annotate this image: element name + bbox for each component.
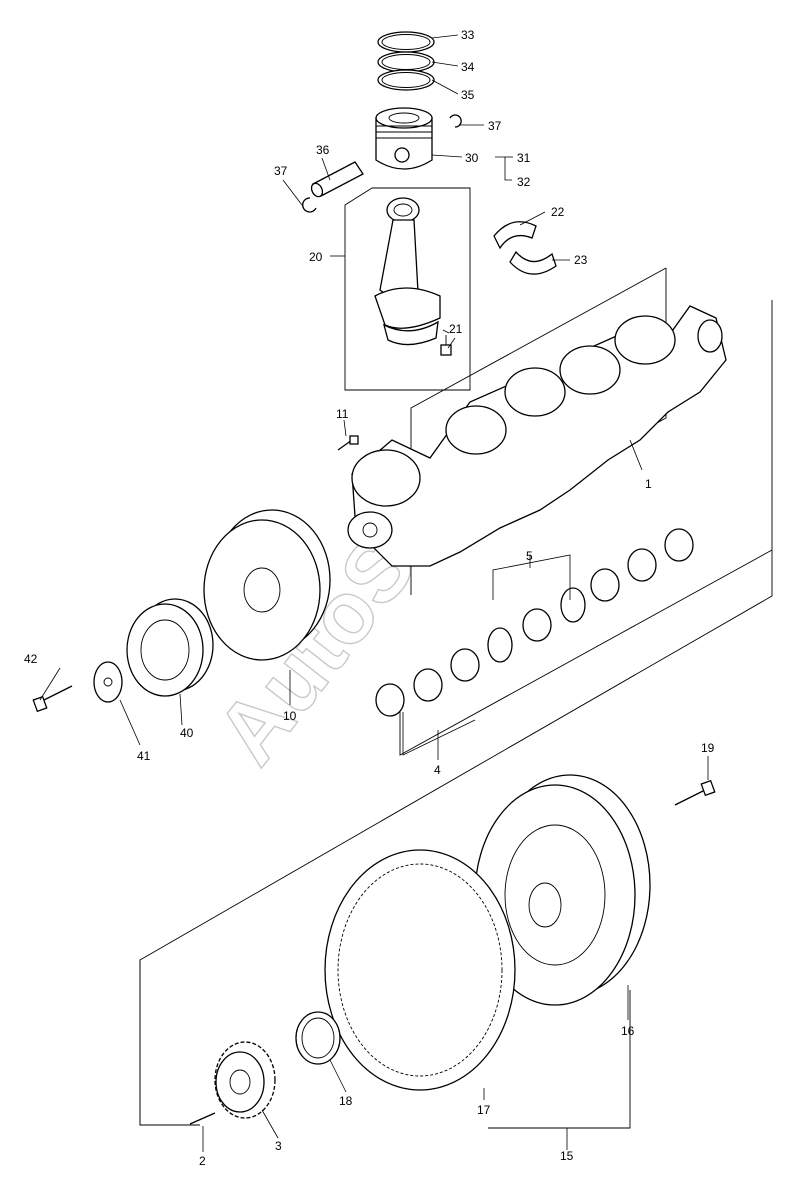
crankshaft [347, 305, 727, 567]
callout-17: 17 [477, 1103, 491, 1117]
callout-16: 16 [621, 1024, 635, 1038]
piston-ring-33 [377, 31, 435, 53]
con-rod-bearing-lower [509, 250, 557, 275]
callout-21: 21 [449, 322, 463, 336]
callout-23: 23 [574, 253, 588, 267]
callout-10: 10 [283, 709, 297, 723]
crankshaft-pulley [126, 598, 214, 697]
callout-36: 36 [316, 143, 330, 157]
pulley-bolt [32, 685, 73, 713]
callout-37-left: 37 [274, 164, 288, 178]
callout-11: 11 [336, 407, 349, 421]
callout-35: 35 [461, 88, 475, 102]
con-rod-group-bracket [344, 187, 471, 391]
callout-15: 15 [560, 1149, 574, 1163]
callout-37-right: 37 [488, 119, 502, 133]
circlip-left [302, 197, 317, 213]
pulley-washer [93, 661, 123, 703]
callout-33: 33 [461, 28, 475, 42]
sleeve [295, 1011, 341, 1065]
piston [375, 107, 433, 170]
callout-18: 18 [339, 1094, 353, 1108]
flywheel [474, 774, 651, 1006]
callout-34: 34 [461, 60, 475, 74]
callout-5: 5 [526, 549, 533, 563]
callout-labels: 1 2 3 4 5 10 11 15 16 17 18 19 20 21 22 … [24, 28, 715, 1168]
piston-pin [310, 161, 364, 198]
main-bearing-lower-set [375, 528, 694, 717]
connecting-rod [374, 197, 441, 346]
dowel-pin [189, 1112, 216, 1125]
callout-2: 2 [199, 1154, 206, 1168]
crankshaft-gear [214, 1041, 276, 1119]
callout-41: 41 [137, 749, 151, 763]
flywheel-bolt [674, 779, 716, 806]
callout-32: 32 [517, 175, 531, 189]
vibration-damper [203, 509, 331, 661]
circlip-right [449, 114, 462, 128]
callout-22: 22 [551, 205, 565, 219]
piston-ring-34 [377, 51, 435, 73]
callout-40: 40 [180, 726, 194, 740]
con-rod-bolt [440, 329, 452, 356]
callout-19: 19 [701, 741, 715, 755]
piston-ring-35 [377, 69, 435, 91]
damper-bolt [337, 435, 359, 451]
callout-1: 1 [645, 477, 652, 491]
thrust-washers [487, 587, 586, 663]
leader-lines [39, 34, 709, 1152]
callout-20: 20 [309, 250, 323, 264]
ring-gear [324, 849, 516, 1091]
callout-42: 42 [24, 652, 38, 666]
callout-4: 4 [434, 763, 441, 777]
callout-3: 3 [275, 1139, 282, 1153]
con-rod-bearing-upper [493, 221, 537, 250]
callout-31: 31 [517, 151, 531, 165]
callout-30: 30 [465, 151, 479, 165]
